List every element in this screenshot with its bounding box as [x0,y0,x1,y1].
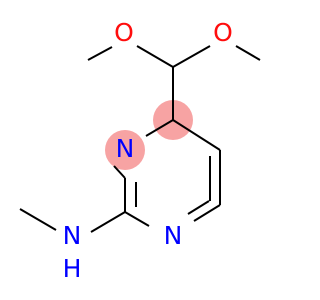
atom-n-amine: N [63,221,82,250]
bond-c4-n3 [145,119,174,137]
molecule-diagram: O O N N N H [19,18,261,283]
double-bond-bottom-inner [187,200,210,215]
bond-c5-c4 [172,119,221,151]
bond-right-o-methyl [235,45,261,61]
bond-n1-c6 [193,204,221,222]
bond-left-o-ch [136,45,174,68]
molecule-svg: O O N N N H [19,18,261,283]
bond-nh-methyl [19,208,57,231]
atom-o-left: O [114,18,134,47]
atom-n-ring-top: N [116,134,135,163]
bond-methyl-left-o [87,46,113,61]
bond-ch-right-o [172,45,211,68]
atom-h-amine: H [63,254,82,283]
ring-highlight-n [105,130,145,170]
bond-c2-n1 [124,211,150,227]
atom-o-right: O [213,18,233,47]
atom-n-ring-bottom: N [164,221,183,250]
bond-n3-c2-link [113,165,126,179]
bond-c2-nh [90,211,126,233]
